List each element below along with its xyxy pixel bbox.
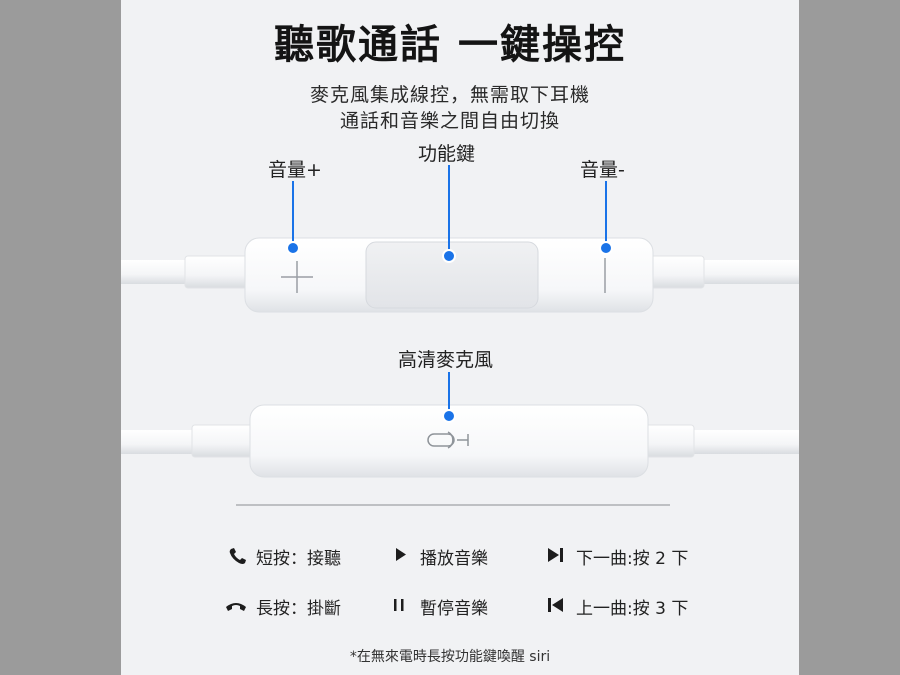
mic-joint-right <box>643 424 695 458</box>
legend-item-pause: 暫停音樂 <box>420 599 488 619</box>
function-key-dot <box>442 249 456 263</box>
function-key-button <box>365 241 539 309</box>
function-key-label: 功能鍵 <box>418 143 476 165</box>
legend-item-answer: 短按：接聽 <box>256 549 341 569</box>
cable-joint-left <box>184 255 254 289</box>
remote-control <box>121 237 799 313</box>
legend-item-next: 下一曲:按 2 下 <box>576 549 689 569</box>
cable-joint-right <box>647 255 705 289</box>
volume-up-label: 音量+ <box>268 159 322 181</box>
mic-dot <box>442 409 456 423</box>
volume-down-dot <box>599 241 613 255</box>
subtitle-line-1: 麥克風集成線控，無需取下耳機 <box>309 84 590 106</box>
cable-right <box>700 260 799 284</box>
microphone-module <box>121 404 799 478</box>
play-icon <box>396 548 406 561</box>
legend-item-play: 播放音樂 <box>420 549 488 569</box>
legend-item-previous: 上一曲:按 3 下 <box>576 599 689 619</box>
content-panel <box>121 0 799 675</box>
next-track-icon <box>548 548 563 562</box>
phone-answer-icon <box>229 548 246 564</box>
microphone-label: 高清麥克風 <box>398 349 494 371</box>
microphone-icon <box>427 431 469 449</box>
mic-cable-left <box>121 430 196 454</box>
legend-item-hangup: 長按：掛斷 <box>256 599 341 619</box>
subtitle-line-2: 通話和音樂之間自由切換 <box>339 110 560 132</box>
previous-track-icon <box>548 598 563 612</box>
mic-cable-right <box>690 430 799 454</box>
footnote: *在無來電時長按功能鍵喚醒 siri <box>349 649 551 665</box>
page-title: 聽歌通話 一鍵操控 <box>274 22 626 68</box>
volume-down-label: 音量- <box>580 159 625 181</box>
phone-hangup-icon <box>226 603 246 611</box>
volume-up-dot <box>286 241 300 255</box>
mic-joint-left <box>191 424 255 458</box>
cable-left <box>121 260 191 284</box>
pause-icon <box>394 599 404 611</box>
